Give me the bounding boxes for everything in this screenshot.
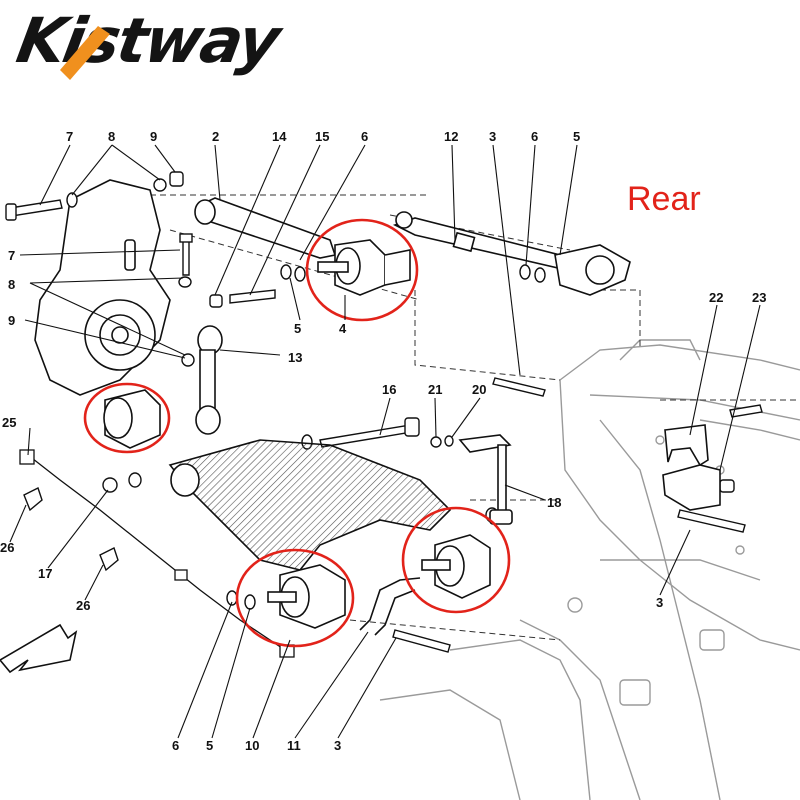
anti-roll-bar-bushes — [662, 424, 721, 511]
hub-carrier — [34, 179, 171, 396]
toe-link-washers — [519, 264, 546, 283]
highlight-bushing-4 — [305, 218, 419, 322]
bushing-10 — [267, 564, 346, 629]
callout: 6 — [531, 129, 538, 144]
front-direction-arrow — [0, 623, 78, 674]
highlight-bushing-rear — [401, 506, 511, 614]
callout: 8 — [8, 277, 15, 292]
callout: 6 — [172, 738, 179, 753]
nuts-washers — [66, 171, 735, 610]
highlight-bushing-hub — [83, 382, 171, 454]
callout: 3 — [334, 738, 341, 753]
callout: 5 — [206, 738, 213, 753]
callout: 17 — [38, 566, 52, 581]
callout: 12 — [444, 129, 458, 144]
callout: 2 — [212, 129, 219, 144]
callout: 21 — [428, 382, 442, 397]
bolts — [5, 199, 763, 653]
leader-lines — [9, 144, 761, 739]
callout: 11 — [287, 738, 301, 753]
sensor-cable-17 — [19, 449, 295, 658]
callout: 26 — [76, 598, 90, 613]
callout: 15 — [315, 129, 329, 144]
drop-link-13 — [195, 325, 223, 435]
callout: 7 — [66, 129, 73, 144]
callout: 3 — [489, 129, 496, 144]
callout: 20 — [472, 382, 486, 397]
callout: 9 — [8, 313, 15, 328]
bushing-rear-lower — [421, 534, 491, 599]
rear-view-label: Rear — [627, 180, 701, 218]
callout: 26 — [0, 540, 14, 555]
rear-subframe — [379, 339, 800, 800]
callout: 14 — [272, 129, 287, 144]
cable-clips-26 — [23, 487, 119, 572]
highlight-bushing-10 — [235, 548, 355, 648]
callout: 10 — [245, 738, 259, 753]
callout: 9 — [150, 129, 157, 144]
callout: 5 — [294, 321, 301, 336]
callout: 7 — [8, 248, 15, 263]
callout: 18 — [547, 495, 561, 510]
callout: 8 — [108, 129, 115, 144]
lower-wishbone-10 — [168, 439, 452, 571]
callout: 6 — [361, 129, 368, 144]
callout: 23 — [752, 290, 766, 305]
callout: 13 — [288, 350, 302, 365]
callout: 5 — [573, 129, 580, 144]
upper-link-arm — [194, 197, 337, 259]
bushing-hub — [103, 389, 161, 449]
toe-link-rod — [392, 211, 631, 296]
stabilizer-link-18 — [458, 434, 513, 525]
callout: 25 — [2, 415, 16, 430]
callout: 16 — [382, 382, 396, 397]
highlight-circles — [83, 218, 511, 648]
callout: 4 — [339, 321, 347, 336]
bushing-4 — [317, 239, 411, 296]
callout: 3 — [656, 595, 663, 610]
callout: 22 — [709, 290, 723, 305]
callout-labels: 7 8 9 2 14 15 6 12 3 6 5 7 8 9 5 4 13 16… — [0, 129, 766, 753]
